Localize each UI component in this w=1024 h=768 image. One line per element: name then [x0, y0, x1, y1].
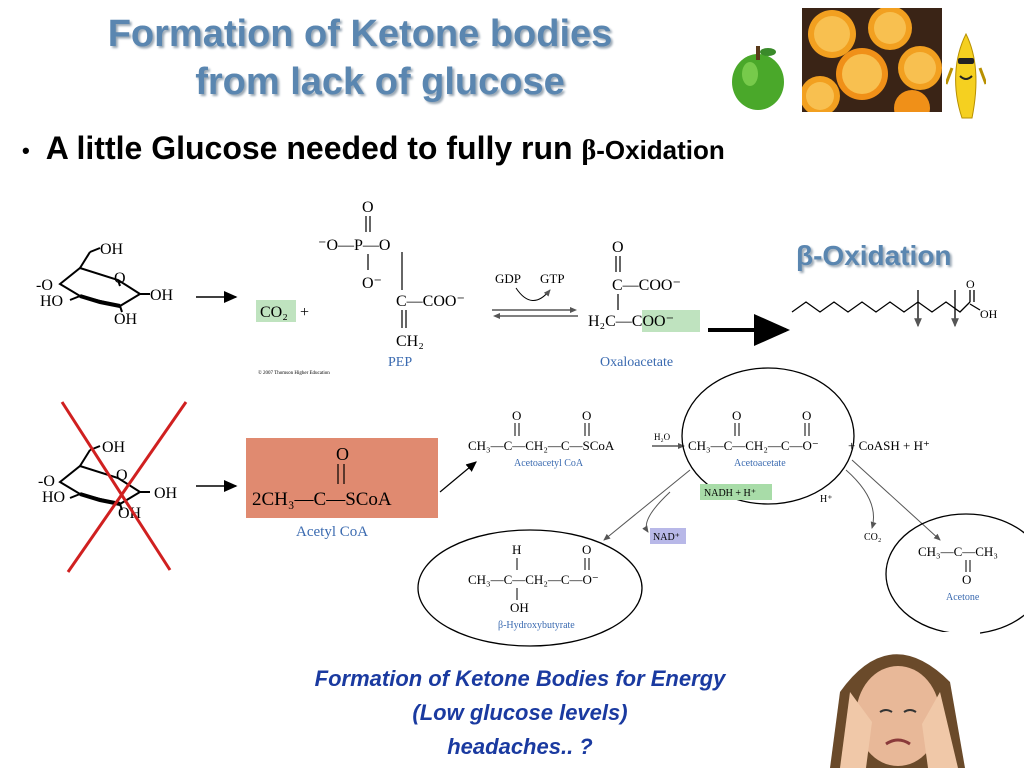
- arrow-to-hydroxybutyrate: [603, 469, 691, 541]
- h2o-label: H₂O: [654, 432, 671, 442]
- apple-image: [728, 40, 788, 112]
- cross-line-2: [66, 401, 188, 573]
- glucose-top-oh2: OH: [150, 287, 174, 304]
- slide-title: Formation of Ketone bodies from lack of …: [40, 10, 680, 106]
- svg-text:O: O: [582, 542, 591, 557]
- glucose-bottom-oh2: OH: [154, 485, 178, 502]
- oxaloacetate-label: Oxaloacetate: [600, 355, 673, 370]
- svg-text:O: O: [802, 408, 811, 423]
- svg-text:CH₃—C—CH₂—C—O⁻: CH₃—C—CH₂—C—O⁻: [688, 438, 819, 453]
- glucose-bottom-oh1: OH: [102, 439, 126, 456]
- glucose-top-oh1: OH: [100, 241, 124, 258]
- glucose-top-o: O: [114, 270, 126, 287]
- nadh-box: [700, 484, 772, 500]
- acetyl-o: O: [336, 444, 349, 464]
- svg-text:O: O: [962, 572, 971, 587]
- glucose-top-oh3: OH: [114, 311, 138, 328]
- acetoacetate-structure: O O CH₃—C—CH₂—C—O⁻: [688, 408, 819, 453]
- acetone-circle: [885, 513, 1024, 635]
- nadh-label: NADH + H⁺: [704, 488, 756, 499]
- svg-text:CH₃—C—CH₃: CH₃—C—CH₃: [918, 544, 998, 559]
- banana-image: [944, 28, 988, 124]
- glucose-bottom-o: O: [116, 467, 128, 484]
- gdp-gtp-arc: [515, 287, 551, 301]
- acetoacetate-circle: [681, 367, 855, 505]
- title-line-1: Formation of Ketone bodies: [107, 13, 613, 55]
- arrow-co2: [845, 469, 877, 529]
- coash-label: + CoASH + H⁺: [848, 438, 930, 453]
- glucose-bottom-ho: HO: [42, 489, 65, 506]
- fa-o: O: [966, 277, 975, 291]
- svg-text:O: O: [362, 199, 374, 216]
- oranges-image: [802, 8, 942, 112]
- nad-box: [650, 528, 686, 544]
- svg-text:O: O: [612, 239, 624, 256]
- bullet-line: • A little Glucose needed to fully run β-…: [22, 130, 725, 167]
- beta-oxidation-heading: β-Oxidation: [796, 240, 952, 271]
- co2-label: CO₂: [260, 304, 288, 321]
- pep-label: PEP: [388, 355, 412, 370]
- glucose-top: [58, 247, 150, 313]
- gtp-label: GTP: [540, 271, 565, 286]
- svg-text:H: H: [512, 542, 521, 557]
- svg-text:O: O: [732, 408, 741, 423]
- svg-text:⁻O—P—O: ⁻O—P—O: [318, 237, 390, 254]
- gdp-label: GDP: [495, 271, 521, 286]
- acetyl-coa-formula: 2CH₃—C—SCoA: [252, 489, 392, 510]
- fa-oh: OH: [980, 307, 998, 321]
- svg-text:O⁻: O⁻: [362, 275, 382, 292]
- fatty-acid-chain: [791, 290, 981, 328]
- svg-text:C—COO⁻: C—COO⁻: [612, 277, 681, 294]
- svg-text:OH: OH: [510, 600, 529, 615]
- oxaloacetate-structure: O C—COO⁻ H₂C—COO⁻: [588, 239, 700, 332]
- headache-photo: [810, 632, 980, 768]
- cross-line-1: [60, 401, 172, 571]
- svg-text:CH₃—C—CH₂—C—O⁻: CH₃—C—CH₂—C—O⁻: [468, 572, 599, 587]
- acetyl-coa-label: Acetyl CoA: [296, 524, 368, 540]
- caption: Formation of Ketone Bodies for Energy (L…: [220, 662, 820, 764]
- arrow-nad: [642, 491, 671, 533]
- acetoacetate-label: Acetoacetate: [734, 458, 786, 469]
- svg-text:C—COO⁻: C—COO⁻: [396, 293, 465, 310]
- bullet-text: A little Glucose needed to fully run: [45, 130, 582, 166]
- copyright: © 2007 Thomson Higher Education: [258, 370, 330, 376]
- svg-text:CH₃—C—CH₂—C—SCoA: CH₃—C—CH₂—C—SCoA: [468, 438, 615, 453]
- glucose-top-ho: HO: [40, 293, 63, 310]
- hydroxybutyrate-structure: H O CH₃—C—CH₂—C—O⁻ OH: [468, 542, 599, 615]
- acetone-structure: CH₃—C—CH₃ O: [918, 544, 998, 587]
- arrow-acetyl-to-acetoacetyl: [439, 461, 477, 493]
- nad-label: NAD⁺: [653, 532, 680, 543]
- co2-bottom-label: CO₂: [864, 532, 881, 543]
- bullet-oxidation: -Oxidation: [596, 135, 725, 165]
- bullet-dot: •: [22, 137, 30, 163]
- arrow-to-acetone: [851, 459, 941, 541]
- caption-line-2: (Low glucose levels): [412, 700, 628, 725]
- caption-line-1: Formation of Ketone Bodies for Energy: [314, 666, 726, 691]
- svg-text:CH₂: CH₂: [396, 333, 424, 350]
- hydroxybutyrate-label: β-Hydroxybutyrate: [498, 620, 575, 631]
- glucose-bottom: [58, 445, 150, 511]
- h-plus-label: H⁺: [820, 494, 833, 505]
- acetoacetyl-label: Acetoacetyl CoA: [514, 458, 584, 469]
- acetyl-coa-box: [246, 438, 438, 518]
- svg-text:H₂C—COO⁻: H₂C—COO⁻: [588, 313, 674, 330]
- svg-text:O: O: [512, 408, 521, 423]
- co2-plus: +: [300, 304, 309, 321]
- title-line-2: from lack of glucose: [195, 61, 565, 103]
- glucose-bottom-dash: -O: [38, 473, 55, 490]
- svg-text:O: O: [582, 408, 591, 423]
- acetoacetyl-coa-structure: O O CH₃—C—CH₂—C—SCoA: [468, 408, 615, 453]
- glucose-top-dash: -O: [36, 277, 53, 294]
- co2-box: [256, 300, 296, 322]
- acetone-label: Acetone: [946, 592, 980, 603]
- pep-structure: O ⁻O—P—O O⁻ C—COO⁻ CH₂: [318, 199, 465, 350]
- caption-line-3: headaches.. ?: [447, 734, 593, 759]
- bullet-beta: β: [581, 135, 597, 166]
- hydroxybutyrate-circle: [417, 529, 643, 647]
